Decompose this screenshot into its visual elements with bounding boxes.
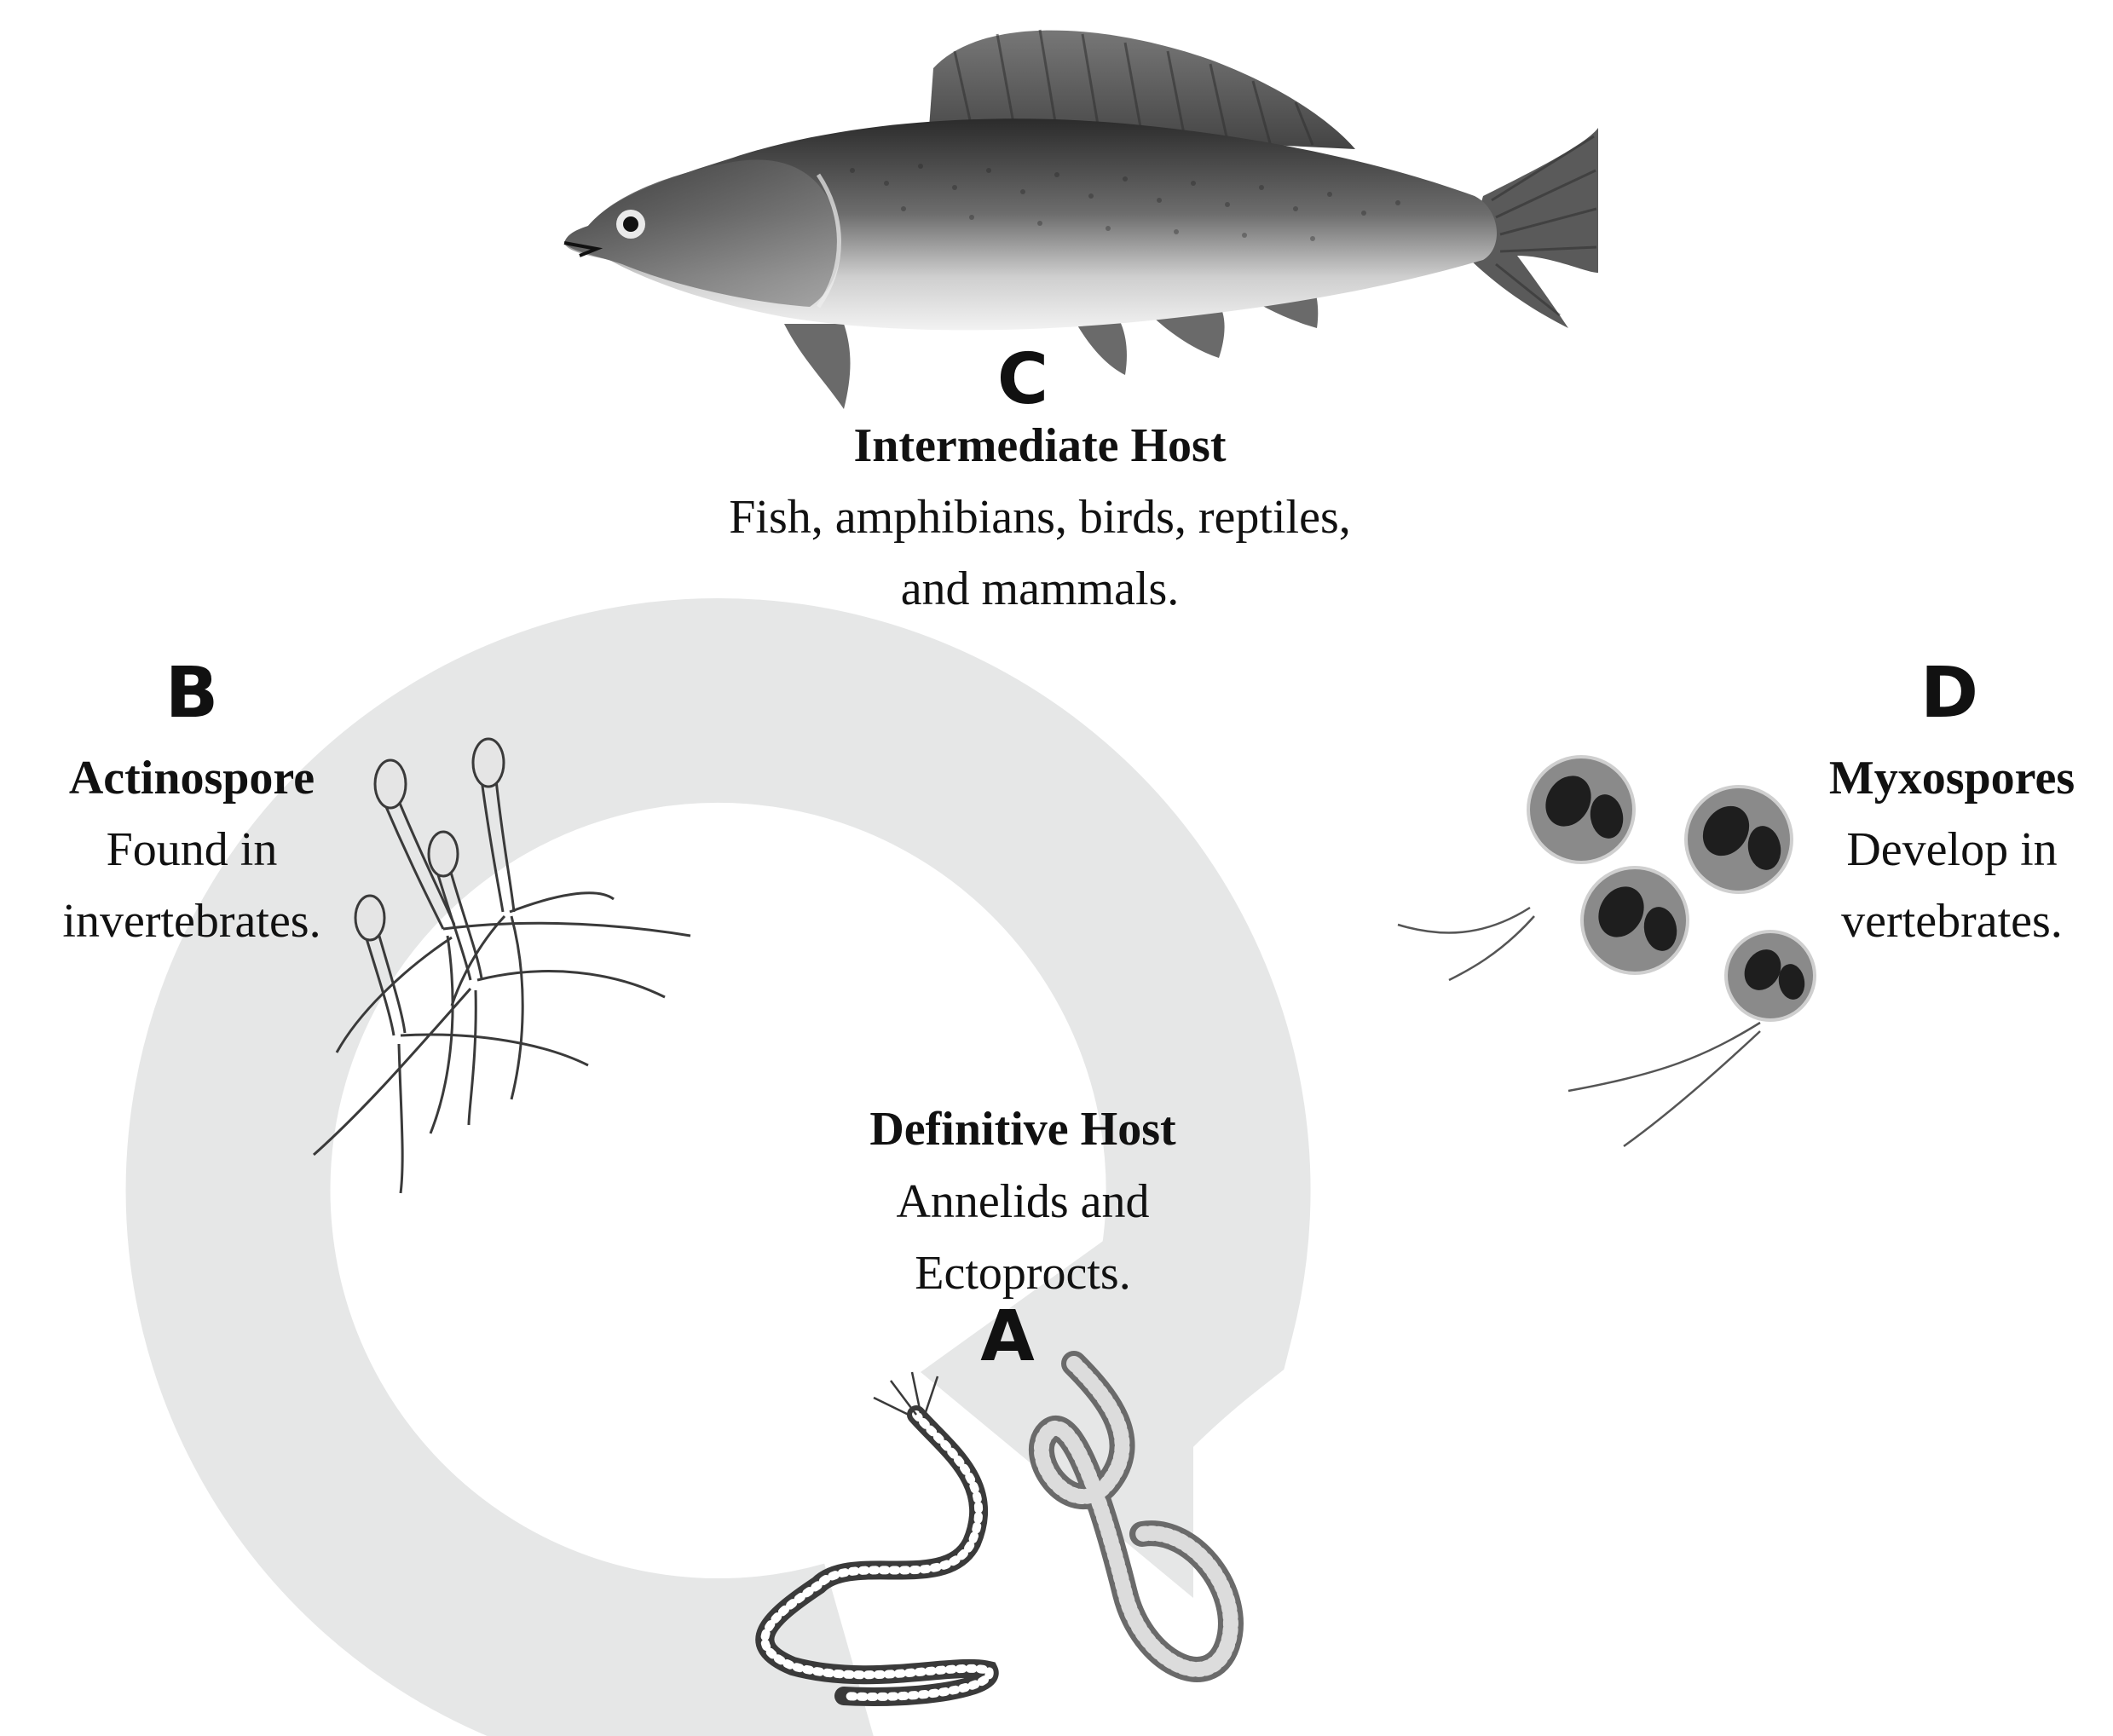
cycle-arrow	[125, 598, 1311, 1736]
stage-a-description: Annelids and Ectoprocts.	[896, 1175, 1150, 1300]
stage-a-letter: A	[980, 1296, 1035, 1377]
stage-b-letter: B	[165, 653, 219, 734]
annelid-worms-illustration	[755, 1351, 1244, 1706]
stage-c-letter: C	[996, 339, 1049, 420]
stage-d-description: Develop in vertebrates.	[1841, 823, 2063, 948]
cycle-ring	[125, 598, 1311, 1736]
myxospore-illustration	[1397, 755, 1816, 1148]
stage-c-title: Intermediate Host	[853, 419, 1227, 472]
cycle-arrowhead	[921, 1176, 1193, 1598]
stage-b-description: Found in invertebrates.	[62, 823, 321, 948]
stage-d-letter: D	[1920, 653, 1979, 734]
actinospore-illustration	[313, 737, 691, 1194]
stage-d-title: Myxospores	[1828, 752, 2075, 805]
stage-c-description: Fish, amphibians, birds, reptiles, and m…	[729, 491, 1351, 615]
fish-illustration	[563, 29, 1598, 409]
stage-a-title: Definitive Host	[869, 1103, 1176, 1156]
stage-b-title: Actinospore	[68, 752, 315, 805]
